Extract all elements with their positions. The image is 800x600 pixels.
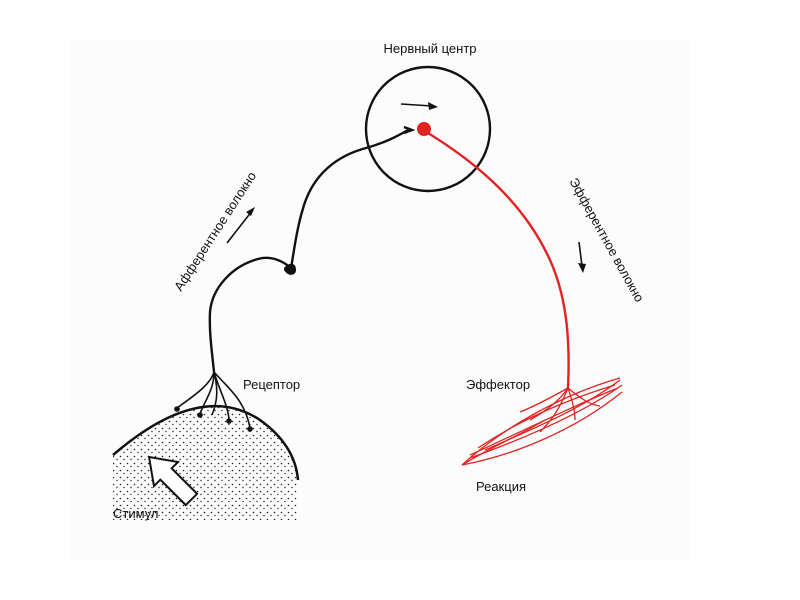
receptor-label: Рецептор [243, 377, 300, 392]
receptor-nodes [174, 406, 253, 432]
synapse-ending [403, 125, 416, 135]
efferent-direction-arrow-icon [578, 241, 586, 273]
efferent-neuron-body [417, 122, 431, 136]
stimulus-label: Стимул [113, 506, 159, 521]
effector-muscle [461, 377, 623, 466]
skin-surface [113, 406, 298, 520]
afferent-direction-arrow-icon [226, 207, 255, 244]
effector-label: Эффектор [466, 377, 530, 392]
ganglion-body [284, 263, 296, 275]
reaction-label: Реакция [476, 479, 526, 494]
efferent-fiber [427, 131, 570, 389]
receptor-endings [176, 371, 251, 429]
nerve-center-circle [364, 65, 492, 193]
nerve-center-arrow-icon [400, 102, 438, 110]
nerve-center-label: Нервный центр [383, 41, 476, 56]
stimulus-arrow-icon [147, 455, 199, 507]
skin-outline [112, 404, 300, 481]
